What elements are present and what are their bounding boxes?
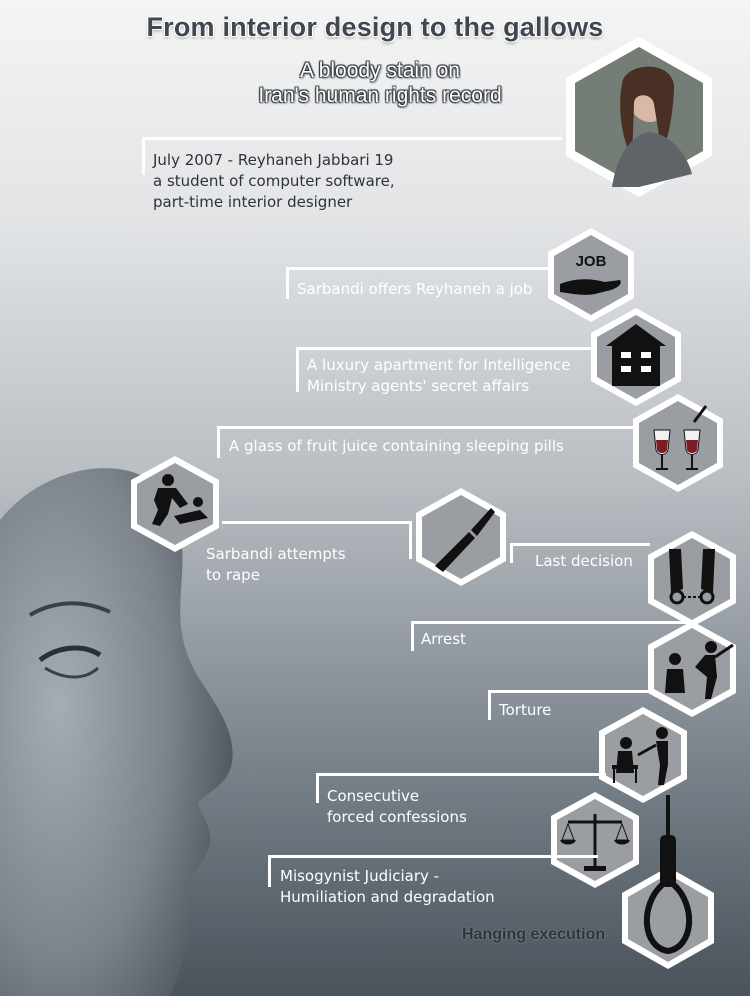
wine-glasses-dropper-icon (633, 394, 723, 492)
intro-bracket (142, 137, 562, 175)
page-subtitle: A bloody stain on Iran's human rights re… (258, 59, 502, 107)
page-title: From interior design to the gallows (146, 12, 604, 42)
job-hand-icon: JOB (548, 228, 634, 322)
knife-icon (416, 488, 506, 586)
job-bracket (286, 267, 556, 299)
torture-figures-icon (599, 707, 687, 803)
arrest-figures-icon (648, 621, 736, 717)
arrest-text: Arrest (421, 630, 466, 648)
judiciary-bracket (268, 855, 598, 887)
juice-bracket (217, 426, 637, 458)
intro-text: July 2007 - Reyhaneh Jabbari 19 a studen… (153, 151, 395, 211)
rape-bracket (222, 521, 412, 559)
hanging-execution-label: Hanging execution (462, 926, 606, 943)
handcuffed-hands-icon (648, 531, 736, 627)
torture-text: Torture (499, 701, 552, 719)
apartment-building-icon (591, 308, 681, 406)
scales-of-justice-icon (551, 792, 639, 888)
arrest-bracket (411, 621, 687, 651)
confessions-bracket (316, 773, 606, 803)
juice-text: A glass of fruit juice containing sleepi… (229, 437, 564, 455)
decision-text: Last decision (535, 552, 633, 570)
judiciary-text: Misogynist Judiciary - Humiliation and d… (280, 867, 495, 906)
rape-text: Sarbandi attempts to rape (206, 545, 346, 584)
confessions-text: Consecutive forced confessions (327, 787, 467, 826)
job-icon-label: JOB (576, 253, 607, 270)
job-text: Sarbandi offers Reyhaneh a job (297, 280, 533, 298)
torture-bracket (488, 690, 648, 720)
apartment-bracket (296, 347, 596, 392)
apartment-text: A luxury apartment for Intelligence Mini… (307, 356, 571, 395)
assault-figures-icon (131, 456, 219, 552)
portrait-photo (566, 37, 712, 197)
decision-bracket (510, 543, 650, 563)
noose-icon (622, 795, 714, 969)
